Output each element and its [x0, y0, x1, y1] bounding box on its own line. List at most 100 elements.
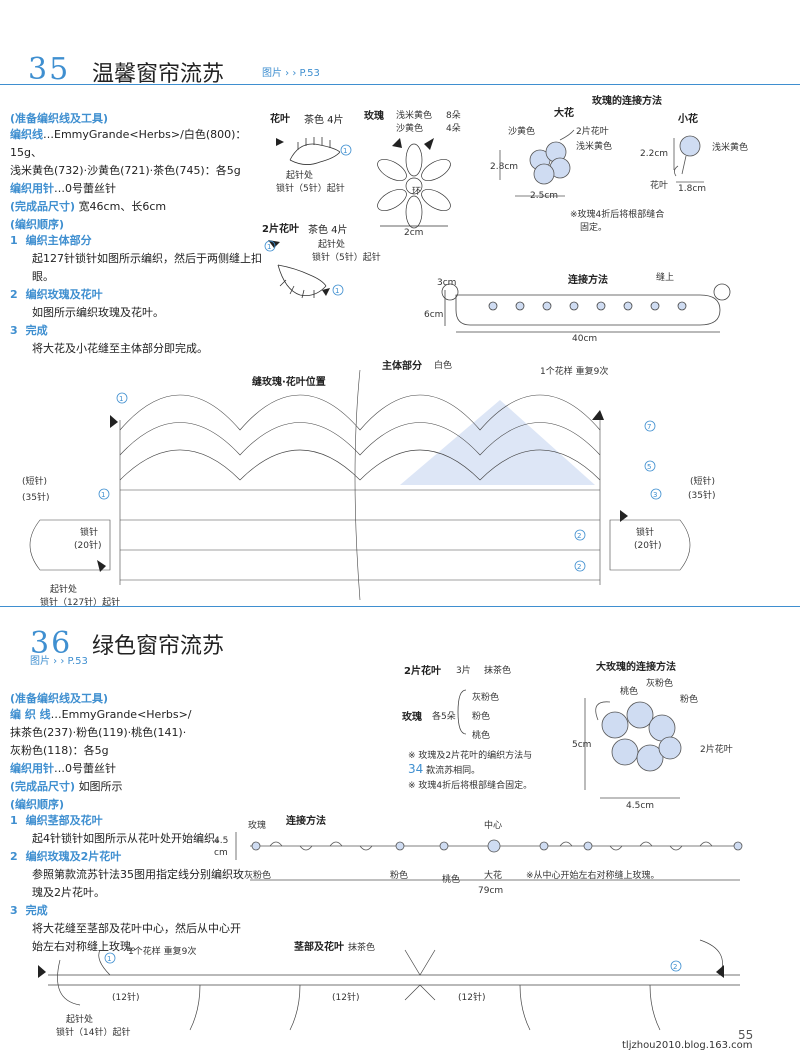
big-leaf: 2片花叶 — [700, 745, 733, 755]
sf-height: 2.2cm — [640, 149, 669, 159]
stem-chain: 锁针（14针）起针 — [56, 1028, 131, 1038]
rose-color-1: 浅米黄色 — [396, 111, 433, 121]
dim-3cm: 3cm — [437, 278, 457, 288]
leaf-diagram: 1 — [276, 137, 352, 165]
main-color: 白色 — [434, 361, 453, 371]
svg-text:2: 2 — [577, 532, 581, 540]
stem-12a: (12针) — [112, 993, 140, 1003]
step-36-1-body: 起4针锁针如图所示从花叶处开始编织。 — [32, 832, 226, 845]
note1b-36: 34 款流苏相同。 — [408, 762, 481, 776]
section-36-number: 36 — [30, 626, 73, 661]
materials-heading: (准备编织线及工具) — [10, 112, 109, 125]
pattern-highlight — [400, 400, 595, 485]
m-big: 大花 — [484, 871, 503, 881]
m-height: 4.5 — [214, 836, 229, 846]
big-width: 4.5cm — [626, 801, 655, 811]
big-rose-diagram — [584, 698, 682, 799]
bf-height: 2.8cm — [490, 162, 519, 172]
hook-label-36: 编织用针 — [10, 762, 54, 775]
size-text-36: 如图所示 — [78, 780, 123, 793]
start-chain-2: 锁针（127针）起针 — [40, 598, 121, 608]
rose-c2-36: 粉色 — [472, 712, 491, 722]
rose-count-1: 8朵 — [446, 111, 461, 121]
big-peach: 桃色 — [620, 687, 639, 697]
watermark: tljzhou2010.blog.163.com — [622, 1040, 753, 1051]
leaf2-chain: 锁针（5针）起针 — [312, 253, 381, 263]
connection-method-diagram — [441, 283, 731, 333]
big-grey: 灰粉色 — [646, 679, 674, 689]
m-grey: 灰粉色 — [244, 871, 272, 881]
big-rose-heading: 大玫瑰的连接方法 — [596, 662, 676, 673]
step-36-2-body: 参照第款流苏针法35图用指定线分别编织玫瑰及2片花叶。 — [32, 868, 244, 899]
big-height: 5cm — [572, 740, 592, 750]
rose-size: 2cm — [404, 228, 424, 238]
order-heading: (编织顺序) — [10, 218, 65, 231]
bf-cream: 浅米黄色 — [576, 142, 613, 152]
svg-text:2: 2 — [673, 963, 677, 971]
section-35-title: 温馨窗帘流苏 — [92, 62, 225, 87]
svg-text:1: 1 — [101, 491, 105, 499]
bf-sand: 沙黄色 — [508, 127, 536, 137]
dim-6cm: 6cm — [424, 310, 444, 320]
sf-cream: 浅米黄色 — [712, 143, 749, 153]
pattern-repeat: 1个花样 重复9次 — [540, 367, 609, 377]
sf-width: 1.8cm — [678, 184, 707, 194]
svg-text:1: 1 — [343, 147, 347, 155]
big-flower-label: 大花 — [554, 108, 574, 119]
leaf-color: 茶色 4片 — [304, 115, 344, 126]
leaf2-start: 起针处 — [318, 240, 346, 250]
leaf2-color: 茶色 4片 — [308, 225, 348, 236]
m-height-unit: cm — [214, 848, 228, 858]
leaf2-label-36: 2片花叶 — [404, 666, 441, 677]
yarn-text-36-3: 灰粉色(118)：各5g — [10, 744, 109, 757]
rose-c1-36: 灰粉色 — [472, 693, 500, 703]
size-heading: (完成品尺寸) — [10, 200, 76, 213]
hook-label: 编织用针 — [10, 182, 54, 195]
main-part-label: 主体部分 — [382, 361, 422, 372]
chain20-l-2: (20针) — [74, 541, 102, 551]
section-36-diagrams: 12 — [38, 689, 743, 1031]
chain20-l: 锁针 — [80, 528, 99, 538]
note2-36: ※ 玫瑰4折后将根部缝合固定。 — [408, 781, 533, 791]
leaf2-diagram: 1 1 — [264, 240, 344, 299]
materials-heading-36: (准备编织线及工具) — [10, 692, 109, 705]
section-36-instructions: (准备编织线及工具) 编 织 线…EmmyGrande<Herbs>/ 抹茶色(… — [10, 690, 250, 956]
section-35-diagrams: 1 1 1 — [29, 129, 731, 601]
big-pink: 粉色 — [680, 695, 699, 705]
leaf-chain: 锁针（5针）起针 — [276, 184, 345, 194]
step-36-3-body: 将大花缝至茎部及花叶中心，然后从中心开始左右对称缝上玫瑰。 — [32, 922, 241, 953]
svg-text:3: 3 — [653, 491, 657, 499]
m-pink: 粉色 — [390, 871, 409, 881]
yarn-label: 编织线 — [10, 128, 43, 141]
rose-label-36: 玫瑰 — [402, 712, 422, 723]
rose-count-36: 各5朵 — [432, 712, 456, 722]
yarn-label-36: 编 织 线 — [10, 708, 51, 721]
short-r: (短针) — [690, 477, 716, 487]
rose-count-2: 4朵 — [446, 124, 461, 134]
stem-12c: (12针) — [458, 993, 486, 1003]
rose-color-2: 沙黄色 — [396, 124, 424, 134]
sew-on-label: 缝上 — [656, 273, 675, 283]
fold-note-2: 固定。 — [580, 223, 608, 233]
hook-text-36: …0号蕾丝针 — [54, 762, 116, 775]
m-length: 79cm — [478, 886, 504, 896]
yarn-text-36-2: 抹茶色(237)·粉色(119)·桃色(141)· — [10, 726, 187, 739]
method-strand — [235, 832, 743, 881]
m-center: 中心 — [484, 821, 503, 831]
step-2-body: 如图所示编织玫瑰及花叶。 — [32, 306, 164, 319]
stem-color: 抹茶色 — [348, 943, 376, 953]
sf-leaf: 花叶 — [650, 181, 669, 191]
stem-repeat: 1个花样 重复9次 — [128, 947, 197, 957]
chart-row-markers — [98, 392, 662, 572]
page-number: 55 — [738, 1028, 754, 1042]
rose-label: 玫瑰 — [364, 111, 384, 122]
big-flower-diagram — [499, 129, 575, 197]
svg-text:1: 1 — [267, 243, 271, 251]
order-heading-36: (编织顺序) — [10, 798, 65, 811]
section-35-page-ref: 图片 › › P.53 — [262, 68, 320, 79]
leaf2-color-36: 抹茶色 — [484, 666, 512, 676]
dim-40cm: 40cm — [572, 334, 598, 344]
